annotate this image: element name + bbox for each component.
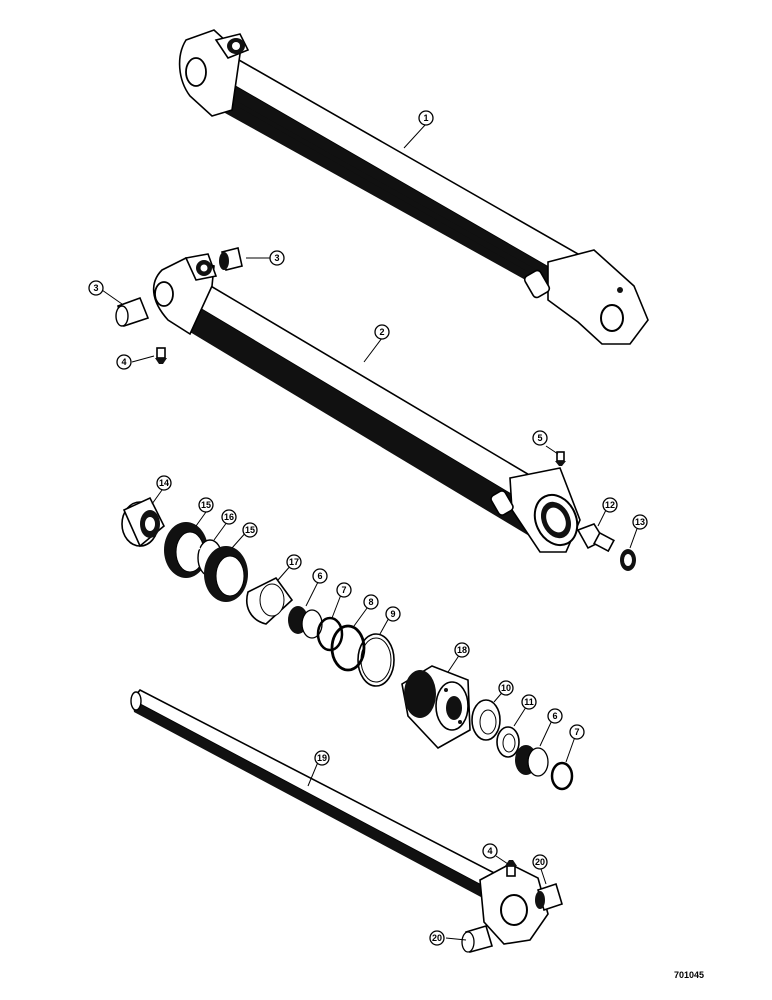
grease-fitting-4-upper <box>155 347 167 364</box>
callout-2: 2 <box>374 324 390 340</box>
svg-text:4: 4 <box>121 357 126 367</box>
drawing-number: 701045 <box>673 970 704 980</box>
cylinder-barrel-2 <box>152 253 581 553</box>
callout-3-right: 3 <box>269 250 285 266</box>
callout-4-upper: 4 <box>116 354 132 370</box>
svg-text:17: 17 <box>289 557 299 567</box>
callout-6-upper: 6 <box>312 568 328 584</box>
callout-14: 14 <box>156 475 172 491</box>
svg-text:3: 3 <box>93 283 98 293</box>
seal-10 <box>471 699 501 741</box>
svg-text:2: 2 <box>379 327 384 337</box>
callout-3-left: 3 <box>88 280 104 296</box>
svg-text:19: 19 <box>317 753 327 763</box>
seal-6-lower <box>515 745 549 777</box>
callout-17: 17 <box>286 554 302 570</box>
callout-6-lower: 6 <box>547 708 563 724</box>
callout-1: 1 <box>418 110 434 126</box>
callout-16: 16 <box>221 509 237 525</box>
bushing-20-left <box>461 925 494 953</box>
o-ring-7-lower <box>550 761 574 791</box>
callout-9: 9 <box>385 606 401 622</box>
svg-text:13: 13 <box>635 517 645 527</box>
callout-11: 11 <box>521 694 537 710</box>
callout-18: 18 <box>454 642 470 658</box>
cylinder-assembly-1 <box>178 29 649 345</box>
callout-20-right: 20 <box>532 854 548 870</box>
svg-text:16: 16 <box>224 512 234 522</box>
piston-rings-15-16 <box>164 522 248 602</box>
svg-text:6: 6 <box>552 711 557 721</box>
callout-15-left: 15 <box>198 497 214 513</box>
wiper-11 <box>496 726 520 758</box>
washer-13 <box>620 549 636 571</box>
svg-text:5: 5 <box>537 433 542 443</box>
svg-text:14: 14 <box>159 478 169 488</box>
bushing-3-right <box>219 247 243 271</box>
callout-5: 5 <box>532 430 548 446</box>
svg-text:1: 1 <box>423 113 428 123</box>
svg-text:4: 4 <box>487 846 492 856</box>
callout-15-right: 15 <box>242 522 258 538</box>
callout-8: 8 <box>363 594 379 610</box>
svg-text:15: 15 <box>201 500 211 510</box>
svg-text:15: 15 <box>245 525 255 535</box>
svg-text:11: 11 <box>524 697 534 707</box>
piston-rod-19 <box>130 688 549 945</box>
o-ring-8 <box>330 624 366 672</box>
callout-7-upper: 7 <box>336 582 352 598</box>
svg-text:9: 9 <box>390 609 395 619</box>
svg-text:10: 10 <box>501 683 511 693</box>
grease-fitting-4-lower <box>505 860 517 877</box>
svg-text:7: 7 <box>574 727 579 737</box>
wear-ring-17 <box>246 576 294 625</box>
svg-text:8: 8 <box>368 597 373 607</box>
svg-text:3: 3 <box>274 253 279 263</box>
callout-7-lower: 7 <box>569 724 585 740</box>
svg-text:6: 6 <box>317 571 322 581</box>
callout-12: 12 <box>602 497 618 513</box>
callout-19: 19 <box>314 750 330 766</box>
o-ring-7-upper <box>316 616 344 652</box>
svg-text:12: 12 <box>605 500 615 510</box>
svg-text:18: 18 <box>457 645 467 655</box>
gland-18 <box>401 665 471 750</box>
bushing-3-left <box>115 296 150 328</box>
svg-text:20: 20 <box>432 933 442 943</box>
grease-fitting-5 <box>555 451 566 466</box>
callout-20-left: 20 <box>429 930 445 946</box>
backup-ring-9 <box>357 633 395 687</box>
plug-12 <box>576 523 615 553</box>
callout-10: 10 <box>498 680 514 696</box>
svg-text:20: 20 <box>535 857 545 867</box>
svg-text:7: 7 <box>341 585 346 595</box>
callout-4-lower: 4 <box>482 843 498 859</box>
piston-14 <box>121 496 165 548</box>
bushing-20-right <box>535 882 563 912</box>
callout-13: 13 <box>632 514 648 530</box>
seal-6-upper <box>288 606 323 639</box>
